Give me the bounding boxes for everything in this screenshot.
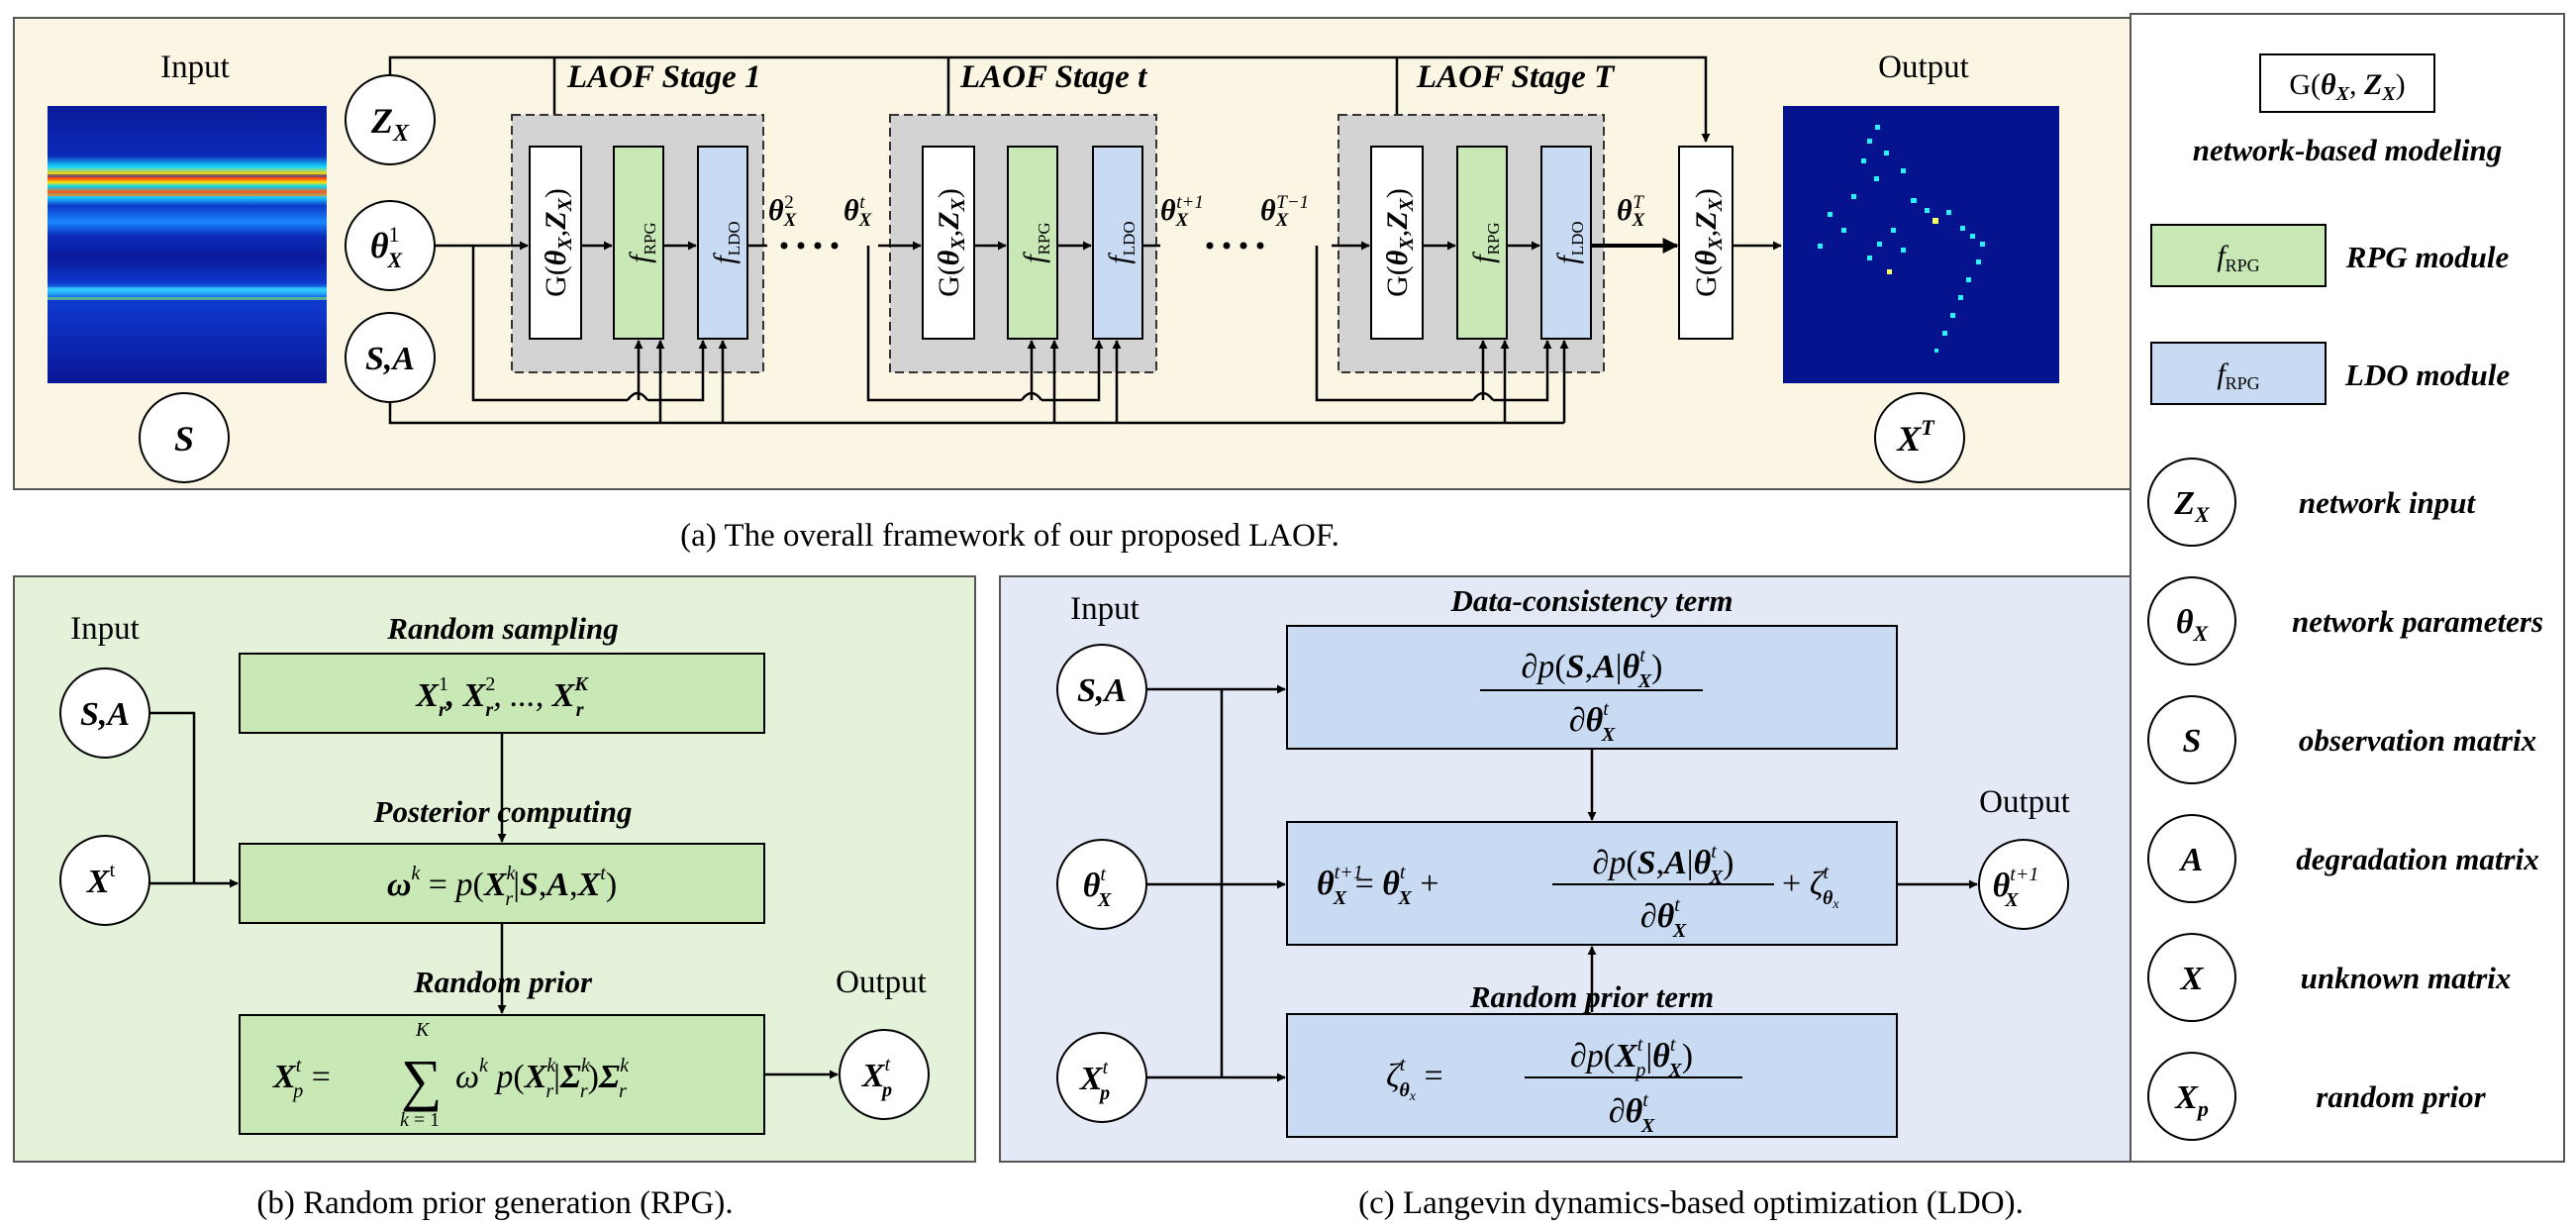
stage-1-rpg-block: fRPG <box>613 146 664 340</box>
legend-a-node: A <box>2147 814 2236 903</box>
svg-text:∂p(Xtp|θtX): ∂p(Xtp|θtX) <box>1570 1034 1693 1081</box>
final-g-block: G(θX,ZX) <box>1678 146 1734 340</box>
random-sampling-title: Random sampling <box>386 611 618 646</box>
node-xt: XT <box>1874 392 1965 483</box>
stage-1-g-block: G(θX,ZX) <box>529 146 582 340</box>
node-zx: ZX <box>345 74 436 165</box>
stage-T-title: LAOF Stage T <box>1416 59 1616 95</box>
svg-text:A: A <box>2179 842 2204 878</box>
stage-1-ldo-block: fLDO <box>697 146 748 340</box>
legend-a-desc: degradation matrix <box>2296 842 2538 876</box>
stage-T-g-block: G(θX,ZX) <box>1370 146 1424 340</box>
legend-xp-node: Xp <box>2147 1052 2236 1141</box>
legend-x-desc: unknown matrix <box>2301 961 2512 995</box>
caption-c: (c) Langevin dynamics-based optimization… <box>1358 1185 2024 1221</box>
data-consistency-title: Data-consistency term <box>1450 583 1734 618</box>
svg-text:S: S <box>174 419 194 459</box>
legend-zx-desc: network input <box>2299 485 2477 520</box>
legend-ldo-box: fRPG <box>2150 342 2327 405</box>
legend-rpg-box: fRPG <box>2150 224 2327 287</box>
legend-s-node: S <box>2147 695 2236 784</box>
node-sa: S,A <box>345 312 436 403</box>
legend-rpg-desc: RPG module <box>2345 240 2510 274</box>
panel-a-input-label: Input <box>160 50 230 85</box>
svg-text:∂p(S,A|θtX): ∂p(S,A|θtX) <box>1522 645 1663 692</box>
stage-t-rpg-block: fRPG <box>1007 146 1058 340</box>
ellipsis-dots <box>780 242 1264 250</box>
data-term-box <box>1286 625 1898 750</box>
ldo-node-sa: S,A <box>1056 644 1147 735</box>
svg-text:S,A: S,A <box>365 341 415 377</box>
svg-text:Xtp =: Xtp = <box>272 1055 331 1102</box>
prior-term-box <box>1286 1013 1898 1138</box>
input-spectrogram-image <box>48 106 327 383</box>
legend-theta-desc: network parameters <box>2292 604 2543 639</box>
panel-c-output-label: Output <box>1979 784 2070 820</box>
output-reconstruction-image <box>1783 106 2059 383</box>
legend-g-desc: network-based modeling <box>2193 133 2503 167</box>
svg-text:G(θX,ZX): G(θX,ZX) <box>540 188 576 297</box>
posterior-box <box>239 843 765 924</box>
svg-text:θX: θX <box>2176 604 2210 646</box>
rpg-node-sa: S,A <box>59 667 150 759</box>
legend-x-node: X <box>2147 933 2236 1022</box>
rpg-node-xt: Xt <box>59 835 150 926</box>
legend-g-box: G(θX, ZX) <box>2259 53 2435 113</box>
legend-zx-node: ZX <box>2147 458 2236 547</box>
theta-xT-label: θXT <box>1617 192 1646 231</box>
stage-T-rpg-block: fRPG <box>1456 146 1508 340</box>
svg-text:k = 1: k = 1 <box>400 1109 440 1131</box>
stage-t-ldo-block: fLDO <box>1092 146 1143 340</box>
node-s: S <box>139 392 230 483</box>
panel-c-input-label: Input <box>1070 591 1139 627</box>
svg-text:θt+1X = θtX +: θt+1X = θtX + <box>1317 862 1439 909</box>
svg-text:X: X <box>2180 961 2205 997</box>
theta-x2-label: θX2 <box>768 192 798 231</box>
legend-xp-desc: random prior <box>2316 1079 2486 1114</box>
svg-text:θ1X: θ1X <box>370 222 404 272</box>
feedback-loops <box>388 246 1569 425</box>
stage-T-ldo-block: fLDO <box>1540 146 1592 340</box>
rpg-arrows <box>149 711 839 1079</box>
stage-t-title: LAOF Stage t <box>959 59 1147 95</box>
panel-b-output-label: Output <box>836 965 927 1000</box>
panel-b-input-label: Input <box>70 611 140 647</box>
svg-text:S: S <box>2183 723 2202 760</box>
svg-text:S,A: S,A <box>1077 672 1127 709</box>
svg-text:K: K <box>415 1019 431 1041</box>
ldo-arrows <box>1146 684 1978 1082</box>
legend-theta-node: θX <box>2147 576 2236 665</box>
prior-box <box>239 1014 765 1135</box>
panel-a-output-label: Output <box>1878 50 1969 85</box>
legend-ldo-desc: LDO module <box>2344 358 2510 392</box>
svg-text:∂p(S,A|θtX): ∂p(S,A|θtX) <box>1593 841 1734 888</box>
svg-text:∑: ∑ <box>401 1048 442 1112</box>
caption-a: (a) The overall framework of our propose… <box>680 518 1339 554</box>
legend-s-desc: observation matrix <box>2299 723 2536 758</box>
stage-1-title: LAOF Stage 1 <box>566 59 761 95</box>
stage-t-g-block: G(θX,ZX) <box>922 146 975 340</box>
svg-text:S,A: S,A <box>80 696 130 733</box>
caption-b: (b) Random prior generation (RPG). <box>256 1185 733 1221</box>
